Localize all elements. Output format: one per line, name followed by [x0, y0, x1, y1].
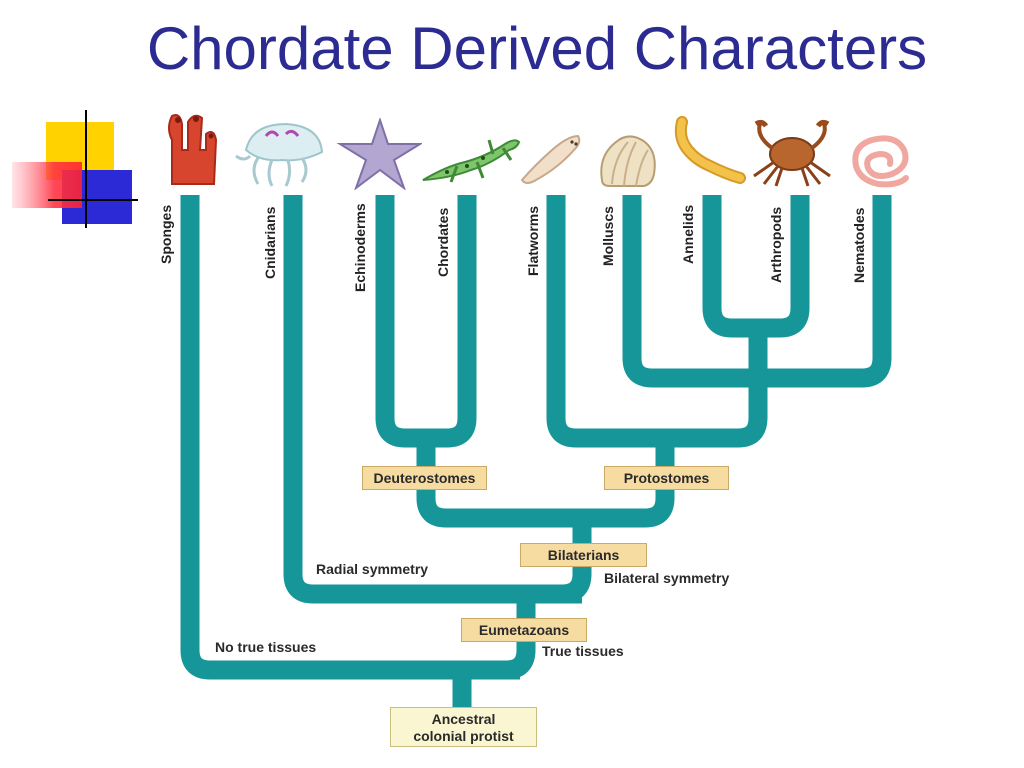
taxon-label-cnidarians: Cnidarians	[262, 206, 278, 279]
clade-box-ancestral-colonial-protist: Ancestral colonial protist	[390, 707, 537, 747]
clade-box-bilaterians: Bilaterians	[520, 543, 647, 567]
branch-annelid-arthropod	[702, 195, 810, 338]
character-no-true-tissues: No true tissues	[215, 639, 317, 655]
root-label-line2: colonial protist	[413, 728, 514, 744]
character-radial-symmetry: Radial symmetry	[316, 561, 429, 577]
taxon-label-chordates: Chordates	[435, 207, 451, 277]
taxon-label-molluscs: Molluscs	[600, 206, 616, 266]
branch-flatworms	[546, 195, 768, 448]
salamander-icon	[422, 139, 521, 183]
taxon-label-annelids: Annelids	[680, 204, 696, 264]
character-true-tissues: True tissues	[542, 643, 624, 659]
annelid-worm-icon	[674, 116, 746, 184]
branch-bilaterian-stem	[561, 518, 592, 604]
taxon-label-echinoderms: Echinoderms	[352, 203, 368, 292]
clade-box-protostomes: Protostomes	[604, 466, 729, 490]
clade-box-deuterostomes: Deuterostomes	[362, 466, 487, 490]
branch-cnidarians	[283, 195, 582, 604]
taxon-label-arthropods: Arthropods	[768, 206, 784, 283]
clade-box-eumetazoans: Eumetazoans	[461, 618, 587, 642]
mollusc-shell-icon	[600, 135, 656, 187]
nematode-icon	[852, 135, 909, 188]
flatworm-icon	[520, 134, 581, 184]
corner-logo-icon	[12, 110, 138, 228]
character-bilateral-symmetry: Bilateral symmetry	[604, 570, 730, 586]
branch-deuterostomes	[375, 195, 477, 448]
taxon-label-flatworms: Flatworms	[525, 205, 541, 276]
taxon-label-nematodes: Nematodes	[851, 207, 867, 283]
jellyfish-icon	[235, 122, 324, 187]
crab-icon	[753, 119, 831, 187]
branch-bilaterian-join	[416, 438, 675, 528]
starfish-icon	[336, 118, 422, 190]
branch-mollusc-nematode	[622, 195, 892, 388]
branch-sponges	[180, 195, 520, 680]
root-label-line1: Ancestral	[431, 711, 496, 727]
branch-eumetazoan-stem	[505, 594, 536, 680]
slide-title: Chordate Derived Characters	[146, 15, 928, 82]
sponge-icon	[168, 114, 218, 185]
taxon-label-sponges: Sponges	[158, 204, 174, 264]
